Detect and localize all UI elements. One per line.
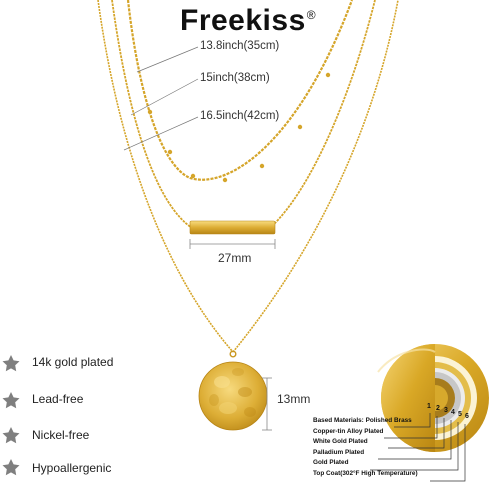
feature-hypoallergenic: Hypoallergenic — [32, 461, 112, 475]
length-label-short: 13.8inch(35cm) — [200, 40, 280, 52]
chain-short — [126, 0, 354, 183]
plating-layer-3: White Gold Plated — [313, 438, 368, 446]
coin-pendant — [198, 361, 268, 431]
brand-logo: Freekiss® — [180, 4, 316, 38]
length-label-middle: 15inch(38cm) — [200, 72, 270, 84]
feature-gold-plated: 14k gold plated — [32, 355, 114, 369]
chain-middle — [111, 0, 376, 229]
star-icon — [2, 459, 20, 476]
feature-lead-free: Lead-free — [32, 392, 84, 406]
layer-number-6: 6 — [465, 413, 469, 420]
disc-height-dimension — [262, 377, 272, 431]
plating-layer-6: Top Coat(302°F High Temperature) — [313, 469, 418, 477]
brand-name: Freekiss — [180, 4, 306, 37]
bar-pendant — [189, 220, 276, 235]
bar-width-label: 27mm — [218, 251, 252, 265]
chain-long — [97, 0, 399, 358]
disc-height-label: 13mm — [277, 392, 311, 406]
feature-star-icons — [2, 355, 20, 476]
layer-number-5: 5 — [458, 411, 462, 418]
plating-cross-section — [377, 344, 489, 452]
plating-layer-1: Based Materials: Polished Brass — [313, 417, 412, 424]
star-icon — [2, 392, 20, 409]
length-label-long: 16.5inch(42cm) — [200, 110, 280, 122]
layer-number-2: 2 — [436, 405, 440, 412]
star-icon — [2, 427, 20, 444]
layer-number-4: 4 — [451, 409, 455, 416]
star-icon — [2, 355, 20, 372]
plating-layer-2: Copper-tin Alloy Plated — [313, 427, 384, 435]
length-pointer-lines — [123, 46, 199, 151]
layer-number-3: 3 — [444, 407, 448, 414]
bar-width-dimension — [189, 239, 276, 249]
plating-layer-list: Based Materials: Polished Brass Copper-t… — [313, 416, 498, 480]
plating-layer-5: Gold Plated — [313, 459, 349, 467]
plating-layer-4: Palladium Plated — [313, 448, 365, 456]
layer-number-1: 1 — [427, 403, 431, 410]
plating-leader-lines — [370, 413, 466, 482]
registered-mark: ® — [306, 8, 317, 22]
feature-nickel-free: Nickel-free — [32, 428, 90, 442]
